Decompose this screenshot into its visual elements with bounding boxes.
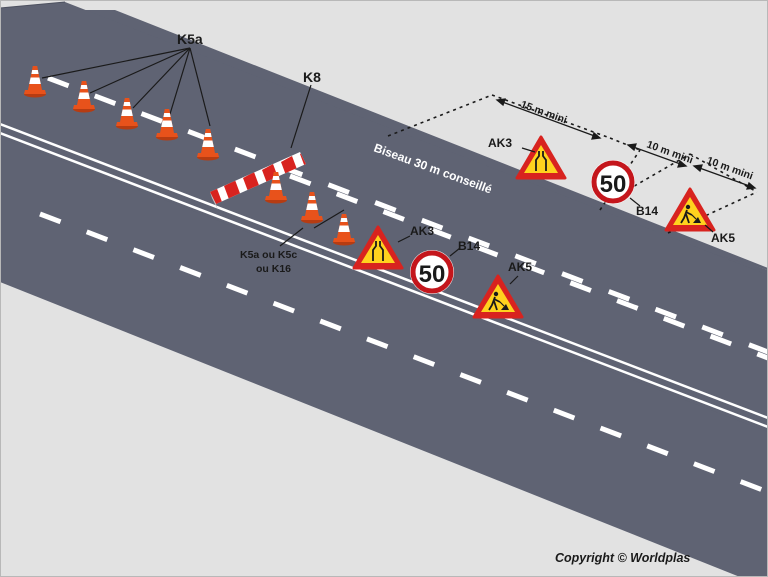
speed-limit-icon: 50 [591,160,635,204]
speed-limit-icon: 50 [410,250,454,294]
sign-leader-lines [397,147,714,285]
lower-ground [0,282,740,577]
speed-limit-value: 50 [419,261,446,288]
label-ak5-lower: AK5 [508,260,532,274]
road-edge [0,1,66,9]
label-b14-upper: B14 [636,204,658,218]
label-ak3-upper: AK3 [488,136,512,150]
label-b14-lower: B14 [458,239,480,253]
label-ak3-lower: AK3 [410,224,434,238]
label-ak5-upper: AK5 [711,231,735,245]
label-k5-alternatives: K5a ou K5c [240,249,297,261]
label-k5-alternatives-2: ou K16 [256,263,291,275]
copyright-text: Copyright © Worldplas [555,551,690,565]
leader-lines [41,47,345,247]
centre-line [0,131,768,429]
label-k5a: K5a [177,31,203,47]
lane-marking [289,173,768,361]
road-shape [0,2,768,432]
centre-line [0,122,768,420]
speed-limit-value: 50 [600,171,627,198]
dimension-arrows [495,98,757,190]
label-k8: K8 [303,69,321,85]
road-shape-lower [0,137,768,577]
